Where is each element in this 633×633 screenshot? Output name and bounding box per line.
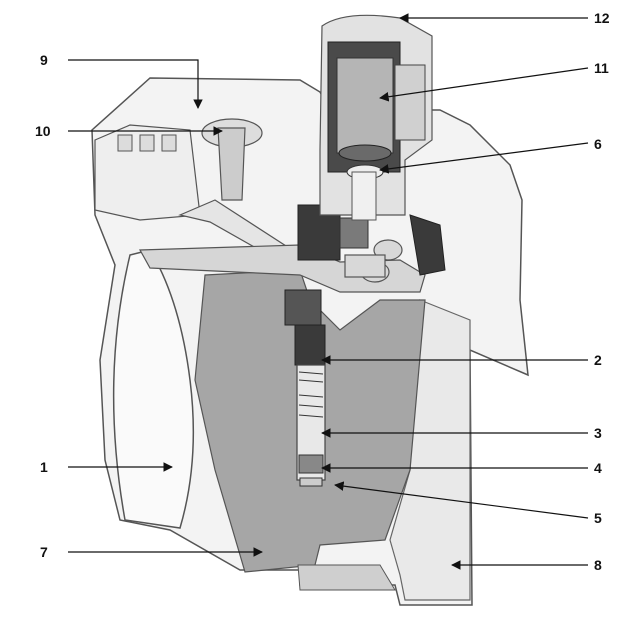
label-8: 8 xyxy=(594,557,602,573)
leader-5 xyxy=(334,481,589,519)
label-6: 6 xyxy=(594,136,602,152)
pump-body-dark xyxy=(294,324,326,366)
leader-6 xyxy=(379,142,589,174)
leader-9 xyxy=(68,59,203,109)
label-3: 3 xyxy=(594,425,602,441)
tube-outlet-part-5 xyxy=(299,477,323,487)
label-4: 4 xyxy=(594,460,602,476)
connector-fittings xyxy=(344,239,403,283)
leader-11 xyxy=(379,67,589,102)
bottom-tray xyxy=(297,564,396,591)
nozzle-stem xyxy=(351,171,377,221)
label-2: 2 xyxy=(594,352,602,368)
side-panel-part-8 xyxy=(389,299,471,601)
front-cover-part-1 xyxy=(112,249,195,529)
dosing-pump-part-2 xyxy=(284,289,322,326)
motor-block xyxy=(297,204,341,261)
valve-stem-part-10 xyxy=(217,127,246,201)
leader-lines xyxy=(68,13,589,570)
label-10: 10 xyxy=(35,123,51,139)
right-dark-wedge xyxy=(409,214,446,276)
coupling-block xyxy=(339,217,369,249)
label-12: 12 xyxy=(594,10,610,26)
label-1: 1 xyxy=(40,459,48,475)
cartridge-window-part-11 xyxy=(336,57,394,154)
piston-part-4 xyxy=(298,454,324,474)
cartridge-window-right xyxy=(394,64,426,141)
label-9: 9 xyxy=(40,52,48,68)
spring-coil xyxy=(298,371,324,418)
label-7: 7 xyxy=(40,544,48,560)
label-5: 5 xyxy=(594,510,602,526)
label-11: 11 xyxy=(594,60,609,76)
cartridge-seal xyxy=(338,144,392,162)
lid-grille xyxy=(117,134,177,152)
